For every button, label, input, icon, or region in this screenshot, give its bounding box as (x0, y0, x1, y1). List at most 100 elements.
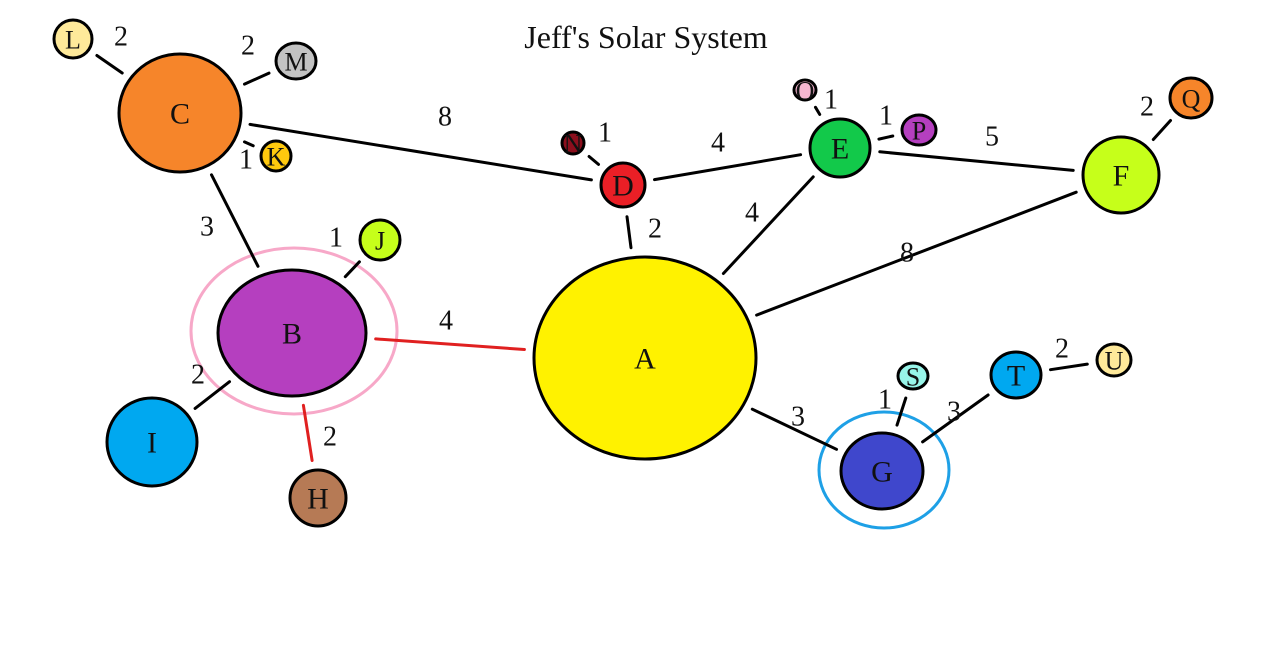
node-f: F (1081, 135, 1161, 215)
node-f-label: F (1113, 160, 1130, 193)
node-s-circle (896, 361, 930, 391)
edge-weight-c-l: 2 (114, 22, 128, 53)
edge-weight-g-t: 3 (947, 397, 961, 428)
rings-layer (189, 246, 951, 530)
node-o-label: O (796, 77, 815, 106)
node-e: E (808, 117, 872, 179)
edge-b-h (301, 403, 314, 462)
node-p-circle (900, 113, 938, 147)
node-j-circle (358, 218, 402, 262)
node-t: T (989, 350, 1043, 400)
node-t-circle (989, 350, 1043, 400)
node-m-label: M (284, 48, 307, 77)
node-l-label: L (65, 26, 81, 55)
node-q-circle (1168, 76, 1214, 120)
edge-e-a (721, 175, 815, 275)
edge-weight-d-n: 1 (598, 118, 612, 149)
node-t-label: T (1007, 360, 1025, 393)
node-e-circle (808, 117, 872, 179)
edge-weight-c-d: 8 (438, 102, 452, 133)
nodes-layer: A B C D E F G H I J K L M N O P Q S T U (52, 18, 1214, 528)
node-d-circle (599, 161, 647, 209)
node-d: D (599, 161, 647, 209)
edge-a-g (750, 407, 838, 451)
node-k-circle (259, 139, 293, 173)
edge-t-u (1049, 362, 1089, 372)
edge-weight-c-b: 3 (200, 212, 214, 243)
node-b-label: B (282, 318, 302, 351)
node-s: S (896, 361, 930, 392)
node-c-circle (117, 52, 243, 174)
edge-c-l (95, 54, 124, 75)
edge-c-k (243, 140, 255, 148)
node-j: J (358, 218, 402, 262)
edge-weight-b-a: 4 (439, 306, 453, 337)
node-u: U (1095, 342, 1133, 378)
node-m: M (274, 41, 318, 81)
edge-b-j (343, 260, 361, 279)
node-l-circle (52, 18, 94, 60)
ring-b (189, 246, 399, 416)
node-i-circle (105, 396, 199, 488)
edge-f-a (755, 190, 1078, 317)
node-g-label: G (871, 456, 893, 489)
node-c-label: C (170, 98, 190, 131)
node-e-label: E (831, 133, 849, 166)
node-a-label: A (634, 343, 656, 376)
node-i: I (105, 396, 199, 488)
edge-b-a (374, 337, 526, 351)
node-g-circle (839, 431, 925, 511)
edge-weight-b-j: 1 (329, 223, 343, 254)
edge-e-o (814, 105, 822, 116)
node-m-circle (274, 41, 318, 81)
edge-weight-f-q: 2 (1140, 92, 1154, 123)
node-h-label: H (307, 483, 329, 516)
node-j-label: J (375, 227, 385, 256)
edge-weight-b-h: 2 (323, 422, 337, 453)
node-n-circle (560, 130, 586, 156)
node-c: C (117, 52, 243, 174)
node-u-circle (1095, 342, 1133, 378)
edge-g-t (921, 393, 990, 444)
edge-weight-t-u: 2 (1055, 334, 1069, 365)
edge-e-f (878, 150, 1075, 172)
node-o: O (792, 77, 818, 106)
edge-weight-c-m: 2 (241, 31, 255, 62)
node-p: P (900, 113, 938, 147)
node-b-circle (216, 268, 368, 398)
node-d-label: D (612, 170, 634, 203)
node-l: L (52, 18, 94, 60)
node-u-label: U (1105, 347, 1124, 376)
edge-weight-e-o: 1 (824, 85, 838, 116)
node-h-circle (288, 468, 348, 528)
edge-weight-e-f: 5 (985, 122, 999, 153)
edge-b-i (193, 380, 231, 410)
node-s-label: S (906, 363, 920, 392)
edge-weight-d-a: 2 (648, 214, 662, 245)
node-k: K (259, 139, 293, 173)
edge-e-p (877, 134, 895, 141)
diagram-title: Jeff's Solar System (524, 19, 768, 55)
edge-d-a (625, 215, 633, 250)
node-q: Q (1168, 76, 1214, 120)
edge-weight-a-g: 3 (791, 402, 805, 433)
edge-g-s (895, 396, 908, 427)
edge-c-m (243, 71, 271, 86)
node-f-circle (1081, 135, 1161, 215)
edge-weight-e-p: 1 (879, 101, 893, 132)
edge-weight-f-a: 8 (900, 238, 914, 269)
node-n-label: N (564, 130, 583, 159)
node-a: A (532, 255, 758, 461)
edge-weight-c-k: 1 (239, 145, 253, 176)
node-q-label: Q (1182, 85, 1201, 114)
ring-g (817, 410, 951, 530)
edge-d-e (653, 153, 803, 182)
node-n: N (560, 130, 586, 159)
edge-weight-d-e: 4 (711, 128, 725, 159)
node-k-label: K (267, 143, 286, 172)
edges-layer (95, 54, 1172, 462)
edge-d-n (587, 155, 600, 166)
node-a-circle (532, 255, 758, 461)
